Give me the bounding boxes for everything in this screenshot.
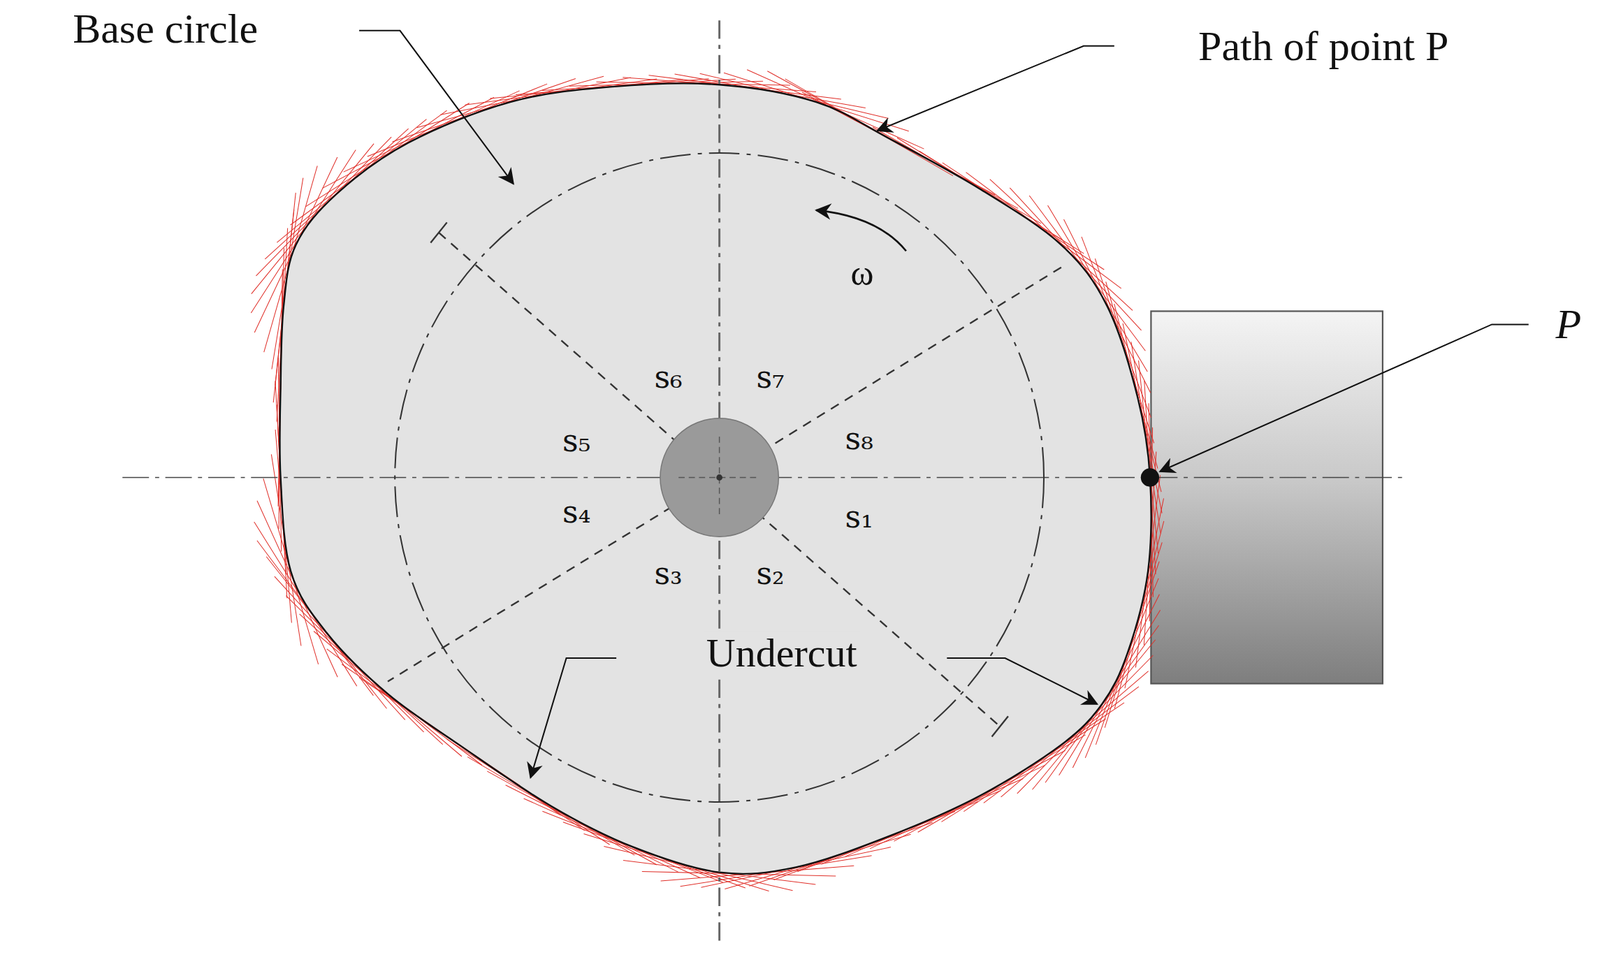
- leader-line: [946, 658, 1097, 705]
- cam-center: [716, 474, 723, 481]
- leader-line: [359, 30, 514, 184]
- segment-label: s₃: [651, 557, 685, 590]
- callout-label: Undercut: [703, 631, 861, 675]
- point-label: P: [1552, 302, 1584, 347]
- segment-label: s₄: [559, 496, 594, 529]
- segment-label: s₂: [753, 557, 788, 590]
- follower-positions: [250, 69, 1164, 892]
- flat-follower: [1150, 310, 1383, 684]
- divider-tick: [992, 716, 1009, 737]
- callout-label: Path of point P: [1195, 23, 1452, 68]
- cam-hub: [660, 418, 779, 537]
- segment-divider: [438, 232, 1000, 727]
- segment-divider: [387, 267, 1062, 682]
- callout-label: Base circle: [69, 6, 261, 51]
- base-circle: [394, 153, 1044, 803]
- segment-label: s₈: [842, 422, 877, 455]
- cam-profile: [279, 83, 1151, 874]
- leader-line: [530, 658, 617, 778]
- segment-label: s₆: [651, 361, 685, 394]
- angular-velocity-symbol: ω: [848, 255, 877, 293]
- leader-line: [1160, 324, 1529, 471]
- segment-label: s₅: [559, 424, 594, 457]
- contact-point: [1140, 468, 1160, 487]
- divider-tick: [430, 222, 447, 243]
- segment-label: s₁: [842, 500, 877, 534]
- cam-body: [279, 83, 1151, 874]
- rotation-arrow: [816, 210, 907, 251]
- leader-line: [877, 46, 1115, 131]
- segment-label: s₇: [753, 361, 788, 394]
